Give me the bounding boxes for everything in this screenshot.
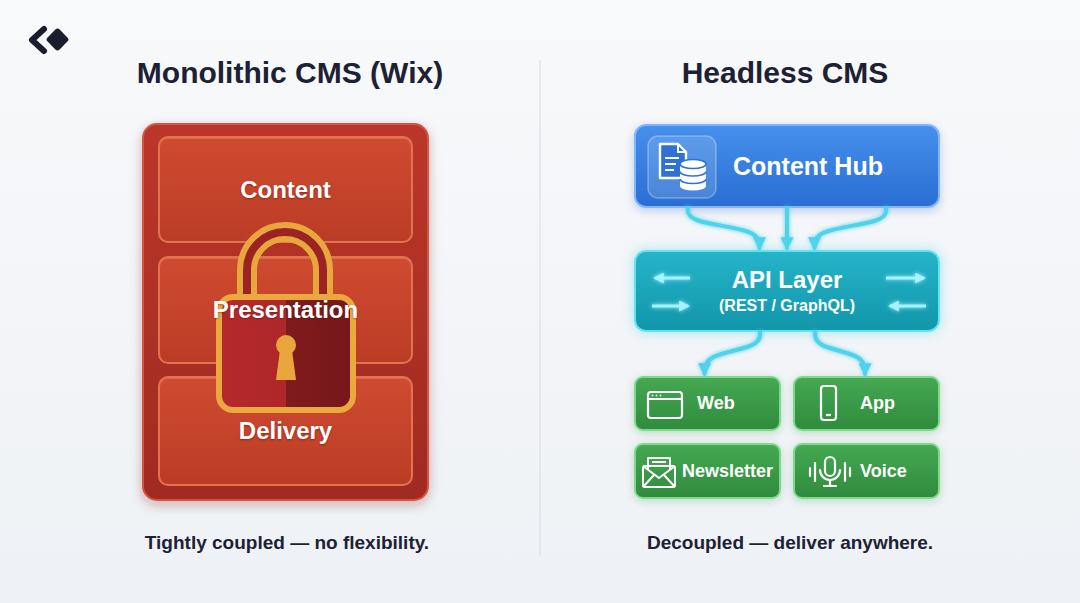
node-label: Voice	[860, 461, 907, 482]
node-label: App	[860, 393, 895, 414]
web-icon	[648, 392, 682, 418]
content-hub-icon	[665, 169, 674, 171]
channel-box: Voice	[793, 443, 940, 499]
padlock-symbol	[219, 297, 353, 410]
content-hub-icon	[648, 136, 716, 198]
content-hub-icon	[680, 179, 706, 184]
envelope-icon	[643, 475, 675, 487]
brand-logo	[32, 27, 70, 51]
microphone-icon	[829, 480, 831, 486]
content-hub-icon	[665, 163, 676, 165]
bidirectional-arrows	[655, 277, 690, 280]
node-label: Web	[697, 393, 735, 414]
layer-box: Delivery	[158, 376, 413, 486]
microphone-icon	[824, 485, 836, 487]
bidirectional-arrows	[886, 277, 924, 280]
microphone-icon	[849, 468, 851, 476]
envelope-icon	[643, 466, 675, 487]
bidirectional-arrows	[890, 305, 926, 308]
node-label: Content	[240, 176, 331, 204]
node-label: Newsletter	[682, 461, 773, 482]
flow-arrow	[688, 208, 760, 248]
web-icon	[656, 395, 658, 397]
flow-arrow	[705, 332, 761, 374]
brand-logo	[45, 27, 69, 51]
content-hub-icon	[680, 172, 706, 177]
layer-box: Content	[158, 136, 413, 243]
envelope-icon	[648, 458, 670, 470]
web-icon	[648, 392, 682, 418]
node-label: Content Hub	[733, 152, 883, 181]
web-icon	[648, 398, 682, 400]
phone-icon	[821, 386, 836, 420]
envelope-icon	[652, 461, 666, 463]
channel-box: App	[793, 376, 940, 431]
channel-box: Web	[634, 376, 781, 431]
brand-logo	[32, 29, 44, 51]
column-caption: Tightly coupled — no flexibility.	[87, 530, 487, 556]
content-hub-icon	[660, 144, 686, 178]
microphone-icon	[809, 468, 811, 476]
envelope-icon	[652, 465, 663, 467]
web-icon	[652, 395, 654, 397]
channel-box: Newsletter	[634, 443, 781, 499]
microphone-icon	[820, 470, 840, 480]
bidirectional-arrows	[652, 305, 688, 308]
envelope-icon	[643, 466, 675, 478]
flow-arrow	[785, 208, 789, 248]
content-hub-icon	[665, 157, 679, 159]
node-label: Delivery	[239, 417, 332, 445]
connector-group	[688, 208, 886, 374]
flow-arrow	[815, 332, 865, 374]
monolith-frame	[143, 124, 428, 500]
bidirectional-arrows	[652, 278, 926, 306]
padlock-symbol	[219, 232, 353, 410]
microphone-icon	[810, 457, 850, 486]
web-icon	[660, 395, 662, 397]
padlock-symbol	[247, 232, 323, 300]
padlock-symbol	[276, 350, 296, 380]
phone-icon	[826, 414, 831, 416]
content-hub-icon	[648, 136, 716, 198]
layer-box: Presentation	[158, 256, 413, 364]
padlock-symbol	[247, 232, 323, 300]
node-label: API Layer	[732, 266, 843, 294]
node-label: (REST / GraphQL)	[719, 296, 855, 316]
microphone-icon	[814, 463, 816, 481]
column-heading: Headless CMS	[585, 54, 985, 92]
content-hub-icon	[680, 160, 706, 169]
content-hub-box: Content Hub	[634, 124, 940, 208]
api-layer-box: API Layer(REST / GraphQL)	[634, 250, 940, 332]
envelope-icon	[643, 458, 675, 487]
content-hub-icon	[680, 164, 706, 191]
flow-arrow	[815, 208, 887, 248]
microphone-icon	[844, 463, 846, 481]
column-divider	[539, 60, 541, 556]
column-heading: Monolithic CMS (Wix)	[90, 54, 490, 92]
column-caption: Decoupled — deliver anywhere.	[590, 530, 990, 556]
padlock-symbol	[276, 335, 296, 355]
phone-icon	[821, 386, 836, 420]
content-hub-icon	[678, 144, 686, 152]
microphone-icon	[825, 457, 835, 476]
node-label: Presentation	[213, 296, 358, 324]
